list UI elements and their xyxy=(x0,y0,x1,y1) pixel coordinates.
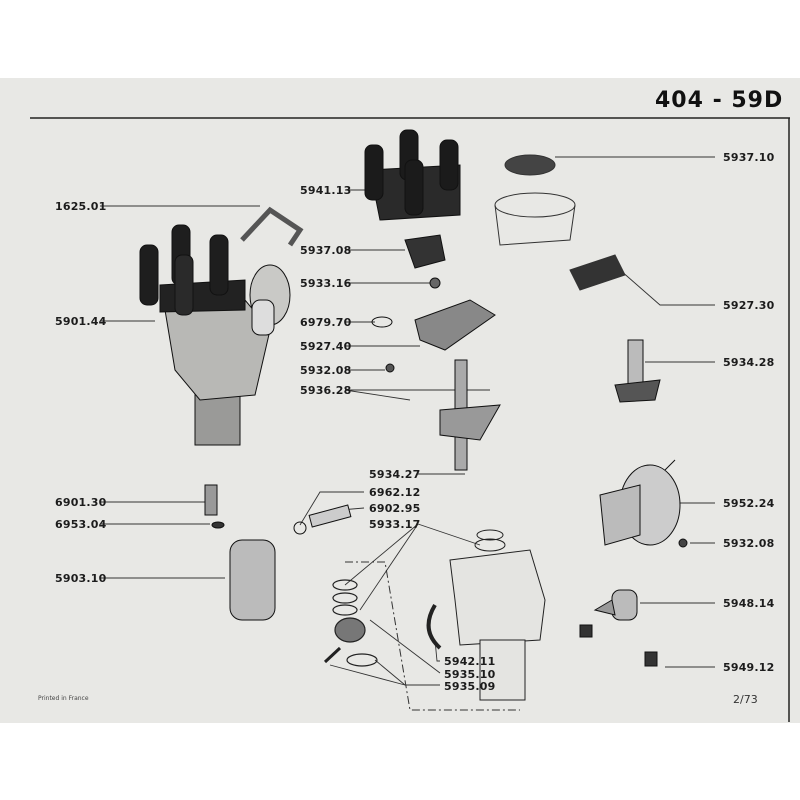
label-5949-12: 5949.12 xyxy=(723,661,775,674)
printed-in-france-note: Printed in France xyxy=(38,695,89,702)
label-1625-01: 1625.01 xyxy=(55,200,107,213)
page-number: 2/73 xyxy=(733,693,758,706)
label-6979-70: 6979.70 xyxy=(300,316,352,329)
label-5932-08-lower: 5932.08 xyxy=(723,537,775,550)
label-6902-95: 6902.95 xyxy=(369,502,421,515)
label-5937-10: 5937.10 xyxy=(723,151,775,164)
label-5927-40: 5927.40 xyxy=(300,340,352,353)
distributor-assembly-illustration xyxy=(139,206,304,446)
page-title: 404 - 59D xyxy=(655,88,784,113)
distributor-cap-illustration xyxy=(364,129,461,221)
label-5901-44: 5901.44 xyxy=(55,315,107,328)
label-5935-09: 5935.09 xyxy=(444,680,496,693)
label-5937-08: 5937.08 xyxy=(300,244,352,257)
condenser-illustration xyxy=(579,589,658,667)
leader-lines xyxy=(100,156,715,686)
label-5934-27: 5934.27 xyxy=(369,468,421,481)
small-parts-illustration xyxy=(371,234,501,471)
label-5948-14: 5948.14 xyxy=(723,597,775,610)
label-5941-13: 5941.13 xyxy=(300,184,352,197)
assembly-bracket xyxy=(345,561,520,711)
label-5942-11: 5942.11 xyxy=(444,655,496,668)
label-5932-08-upper: 5932.08 xyxy=(300,364,352,377)
housing-illustration xyxy=(449,529,546,701)
springs-illustration xyxy=(323,579,442,667)
label-5952-24: 5952.24 xyxy=(723,497,775,510)
vacuum-unit-illustration xyxy=(599,459,688,548)
label-5933-16: 5933.16 xyxy=(300,277,352,290)
clamp-illustration xyxy=(204,484,352,621)
label-5933-17: 5933.17 xyxy=(369,518,421,531)
label-5935-10: 5935.10 xyxy=(444,668,496,681)
label-6901-30: 6901.30 xyxy=(55,496,107,509)
label-6953-04: 6953.04 xyxy=(55,518,107,531)
label-5903-10: 5903.10 xyxy=(55,572,107,585)
shaft-illustration xyxy=(614,339,661,403)
label-5927-30: 5927.30 xyxy=(723,299,775,312)
label-5936-28: 5936.28 xyxy=(300,384,352,397)
label-6962-12: 6962.12 xyxy=(369,486,421,499)
label-5934-28: 5934.28 xyxy=(723,356,775,369)
dust-cover-illustration xyxy=(494,154,626,291)
